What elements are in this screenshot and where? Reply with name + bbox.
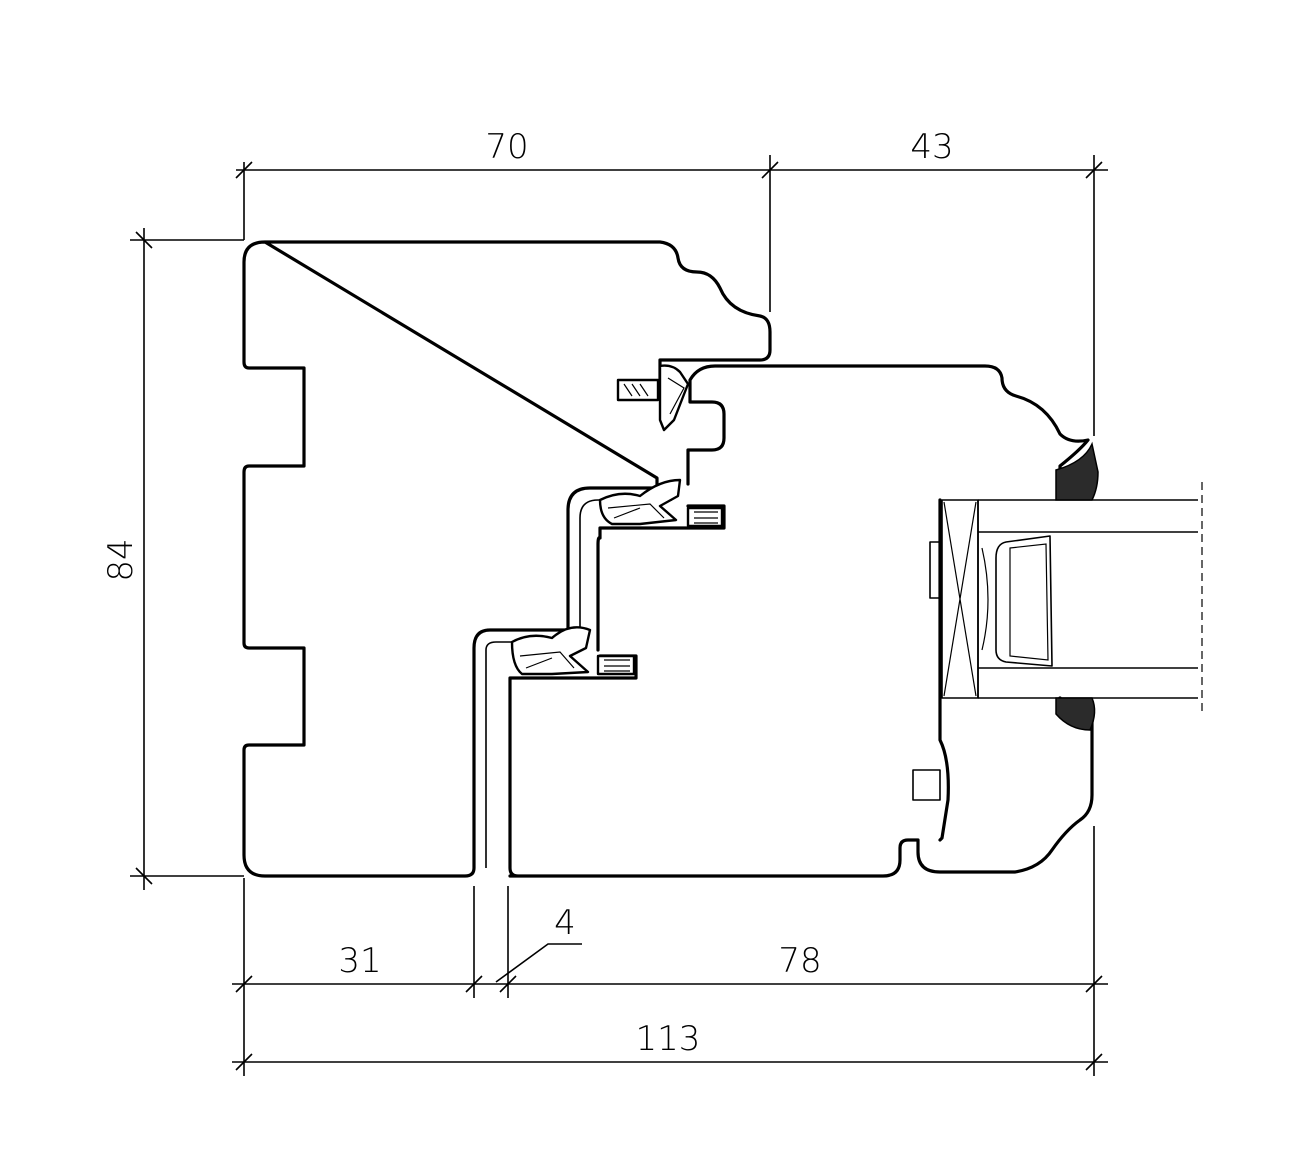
sash-profile-outline <box>508 364 1094 878</box>
sash-bead-clip-bottom <box>912 769 941 801</box>
glazing-unit <box>941 482 1203 716</box>
frame-profile-outline <box>242 240 772 878</box>
dimension-top <box>235 155 1108 436</box>
dimension-bottom-overall <box>232 1053 1108 1071</box>
gasket-middle <box>598 478 724 528</box>
dimension-label-70: 70 <box>485 127 528 167</box>
dimension-label-84: 84 <box>101 538 141 581</box>
dimension-bottom-parts <box>232 826 1108 1076</box>
dimension-label-4: 4 <box>554 903 576 943</box>
gasket-top <box>616 364 690 432</box>
dimension-label-78: 78 <box>778 941 821 981</box>
frame-inner-rebate-line <box>485 499 672 868</box>
gasket-bottom <box>510 626 636 676</box>
glazing-bead-bottom <box>1055 697 1096 731</box>
dimension-label-43: 43 <box>910 127 953 167</box>
dimension-label-113: 113 <box>636 1019 701 1059</box>
dimension-label-31: 31 <box>338 941 381 981</box>
sash-glass-rebate <box>938 498 950 842</box>
sash-bead-clip-top <box>929 541 941 599</box>
glazing-bead-top <box>1055 441 1099 501</box>
dimension-left <box>130 228 244 890</box>
